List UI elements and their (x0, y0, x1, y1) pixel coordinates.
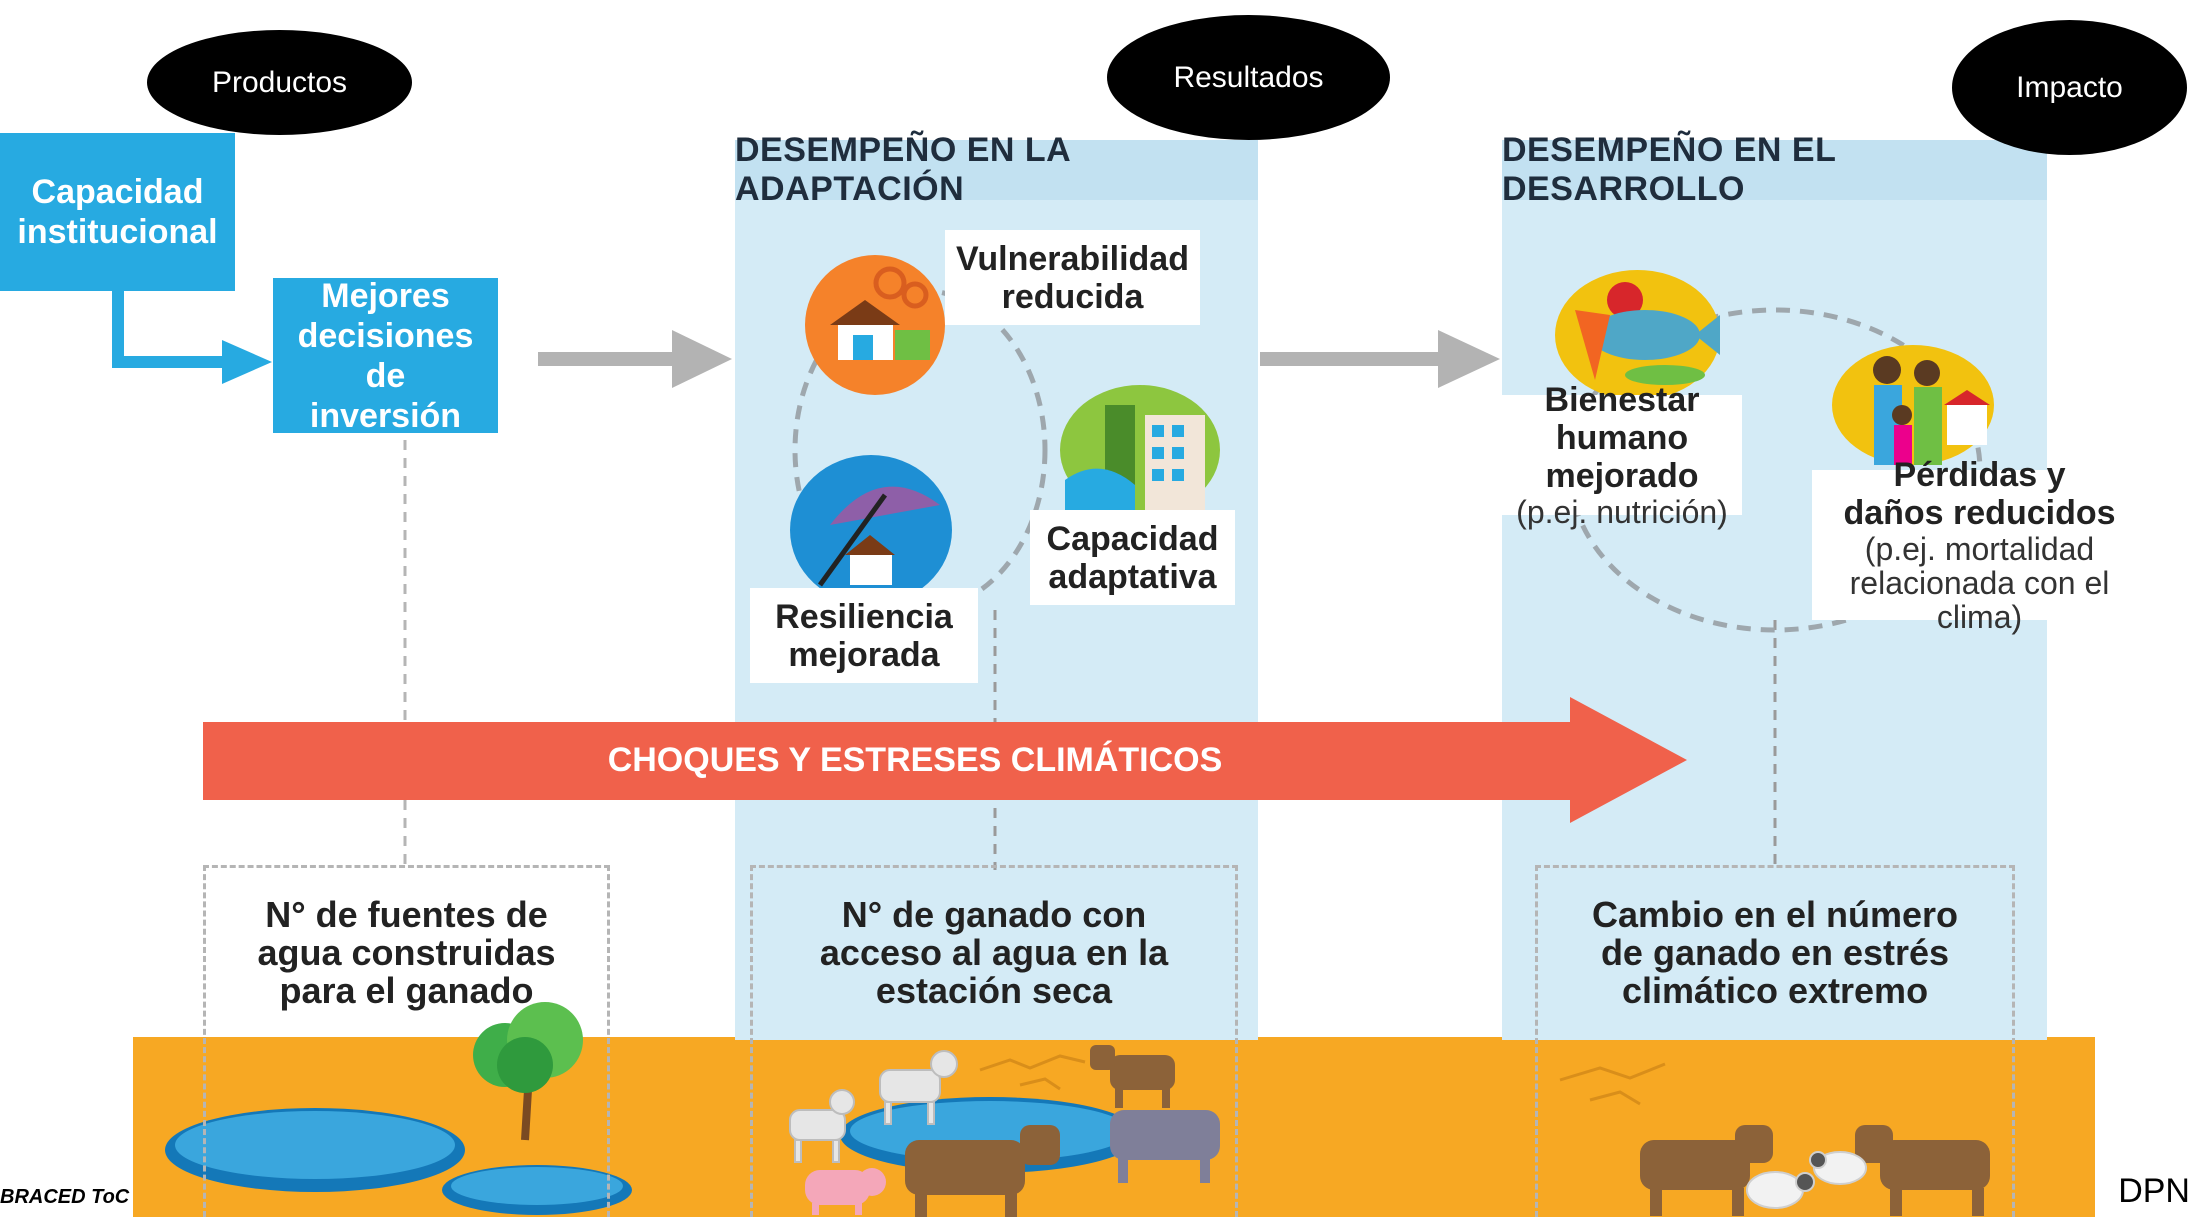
tree-building-icon (1060, 385, 1220, 515)
sheep-icon (1746, 1151, 1867, 1209)
wellbeing-label: Bienestar humano mejorado (p.ej. nutrici… (1502, 381, 1742, 529)
food-icon (1555, 270, 1720, 400)
adaptive-capacity-label: Capacidad adaptativa (1030, 510, 1235, 605)
impact-stage-label: Impacto (1952, 20, 2187, 155)
house-gears-icon (805, 255, 945, 395)
cow-icon (905, 1045, 1990, 1217)
tree-icon (473, 1002, 583, 1141)
impact-indicator: Cambio en el número de ganado en estrés … (1535, 865, 2015, 1217)
products-stage-label: Productos (147, 30, 412, 135)
wellbeing-example: (p.ej. nutrición) (1516, 494, 1728, 530)
results-stage-label: Resultados (1107, 15, 1390, 140)
adaptation-to-development-arrow (1260, 352, 1440, 366)
climate-shocks-banner: CHOQUES Y ESTRESES CLIMÁTICOS (595, 735, 1235, 785)
losses-label: Pérdidas y daños reducidos (p.ej. mortal… (1812, 456, 2147, 634)
family-icon (1832, 345, 1994, 465)
adaptation-panel-header: DESEMPEÑO EN LA ADAPTACIÓN (735, 131, 1258, 208)
improved-resilience-label: Resiliencia mejorada (750, 588, 978, 683)
institutional-capacity-box: Capacidad institucional (0, 133, 235, 291)
goat-icon (789, 1050, 958, 1163)
institutional-arrow-head (222, 340, 272, 384)
vulnerability-reduced-label: Vulnerabilidad reducida (945, 230, 1200, 325)
adaptation-arrow-head (1438, 330, 1500, 388)
results-indicator: N° de ganado con acceso al agua en la es… (750, 865, 1238, 1217)
better-decisions-box: Mejores decisiones de inversión (273, 277, 498, 435)
products-indicator: N° de fuentes de agua construidas para e… (203, 865, 610, 1217)
dpn-label: DPN (2118, 1172, 2190, 1210)
wellbeing-title: Bienestar humano mejorado (1544, 381, 1700, 495)
decisions-arrow-head (672, 330, 732, 388)
decisions-to-adaptation-arrow (538, 352, 678, 366)
pig-icon (805, 1168, 886, 1215)
source-label: BRACED ToC (0, 1186, 130, 1208)
institutional-to-decisions-arrow (112, 291, 225, 368)
climate-shocks-banner-shape (203, 697, 1687, 823)
losses-example: (p.ej. mortalidad relacionada con el cli… (1849, 531, 2110, 635)
climate-shocks-text: CHOQUES Y ESTRESES CLIMÁTICOS (607, 740, 1223, 779)
losses-title: Pérdidas y daños reducidos (1843, 456, 2116, 532)
umbrella-house-icon (790, 455, 952, 605)
